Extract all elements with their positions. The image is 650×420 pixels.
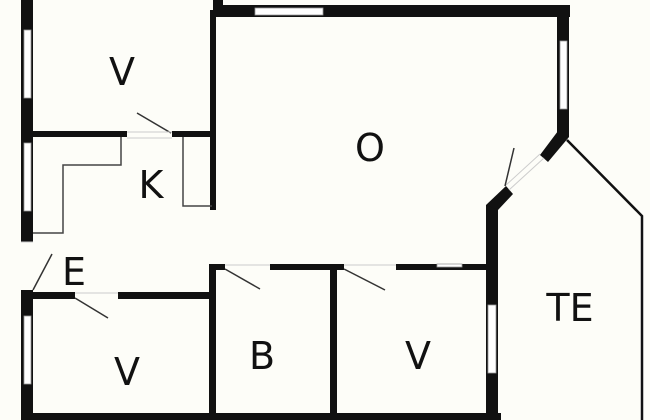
room-label-bedroom-bottom-left: V	[114, 350, 140, 394]
room-label-bathroom: B	[248, 334, 276, 378]
diagonal-walls	[486, 131, 569, 210]
door-openings	[75, 131, 396, 294]
room-label-living-room: O	[355, 126, 385, 170]
room-label-kitchen: K	[138, 163, 164, 207]
entrance-door	[21, 241, 53, 291]
terrace-outline	[566, 139, 644, 420]
door-swings	[74, 112, 386, 319]
kitchen-counters	[33, 137, 212, 234]
room-label-bedroom-top-left: V	[109, 50, 135, 94]
windows	[23, 7, 568, 385]
room-label-entrance: E	[61, 250, 87, 294]
room-label-bedroom-bottom-middle: V	[405, 334, 431, 378]
room-label-terrace: TE	[546, 286, 594, 330]
